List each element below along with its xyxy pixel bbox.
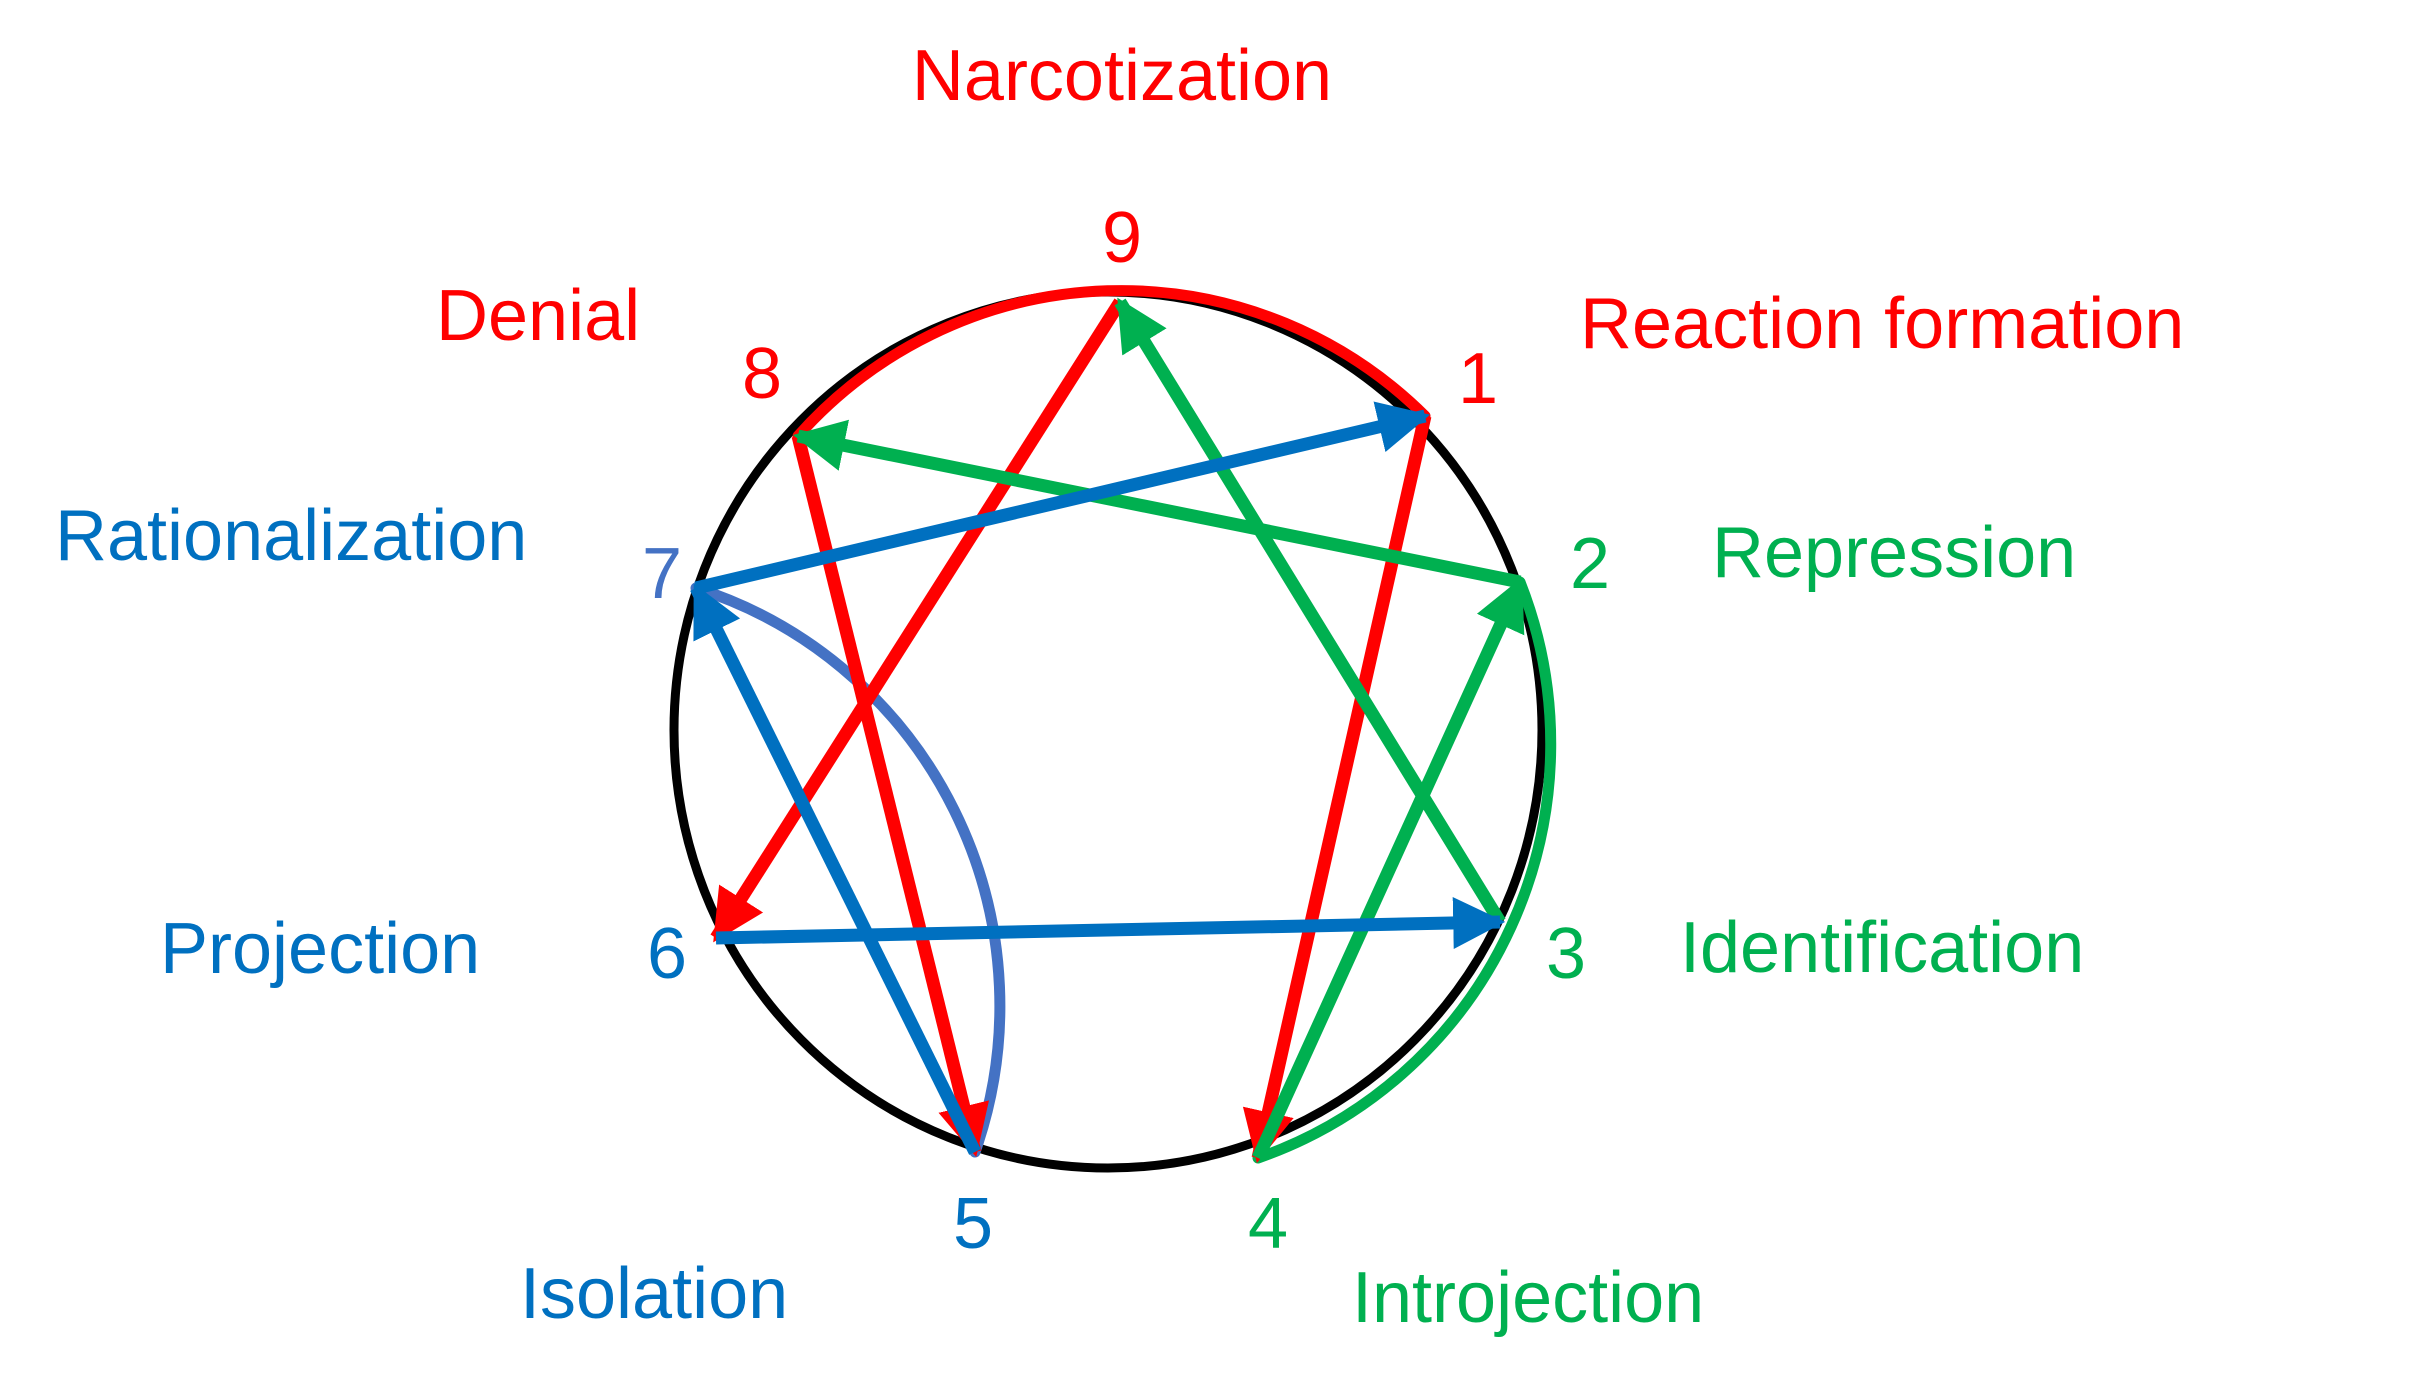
arrow-5-to-7: [690, 583, 981, 1155]
point-label-1: 1: [1458, 339, 1498, 419]
point-label-7: 7: [642, 534, 682, 614]
point-number-labels: 1 2 3 4 5 6 7 8 9: [642, 198, 1610, 1264]
arrows-layer: [690, 297, 1526, 1164]
arrow-1-to-4: [1242, 414, 1432, 1164]
arrow-3-to-9: [1114, 297, 1506, 926]
point-label-3: 3: [1546, 914, 1586, 994]
mechanism-label-projection: Projection: [160, 909, 480, 989]
arrow-7-to-1: [694, 401, 1431, 595]
mechanism-label-rationalization: Rationalization: [55, 496, 527, 576]
arrow-2-to-8: [792, 419, 1522, 589]
arrow-9-to-6: [710, 298, 1126, 943]
point-label-9: 9: [1102, 198, 1142, 278]
point-label-6: 6: [647, 914, 687, 994]
arrow-4-to-2: [1252, 577, 1526, 1161]
mechanism-label-repression: Repression: [1712, 513, 2076, 593]
point-label-4: 4: [1248, 1184, 1288, 1264]
point-label-2: 2: [1570, 524, 1610, 604]
mechanism-label-denial: Denial: [436, 276, 640, 356]
arc-7-to-5: [690, 582, 1006, 1158]
mechanism-label-introjection: Introjection: [1352, 1258, 1704, 1338]
mechanism-labels: Reaction formation Repression Identifica…: [55, 36, 2184, 1338]
arc-2-to-4: [1252, 576, 1557, 1164]
mechanism-label-isolation: Isolation: [520, 1254, 788, 1334]
arcs-layer: [690, 285, 1557, 1164]
point-label-8: 8: [742, 334, 782, 414]
point-label-5: 5: [953, 1184, 993, 1264]
mechanism-label-identification: Identification: [1680, 908, 2084, 988]
arc-8-to-1: [792, 285, 1431, 442]
arrow-6-to-3: [715, 896, 1506, 949]
mechanism-label-narcotization: Narcotization: [912, 36, 1332, 116]
mechanism-label-reaction-formation: Reaction formation: [1580, 284, 2184, 364]
